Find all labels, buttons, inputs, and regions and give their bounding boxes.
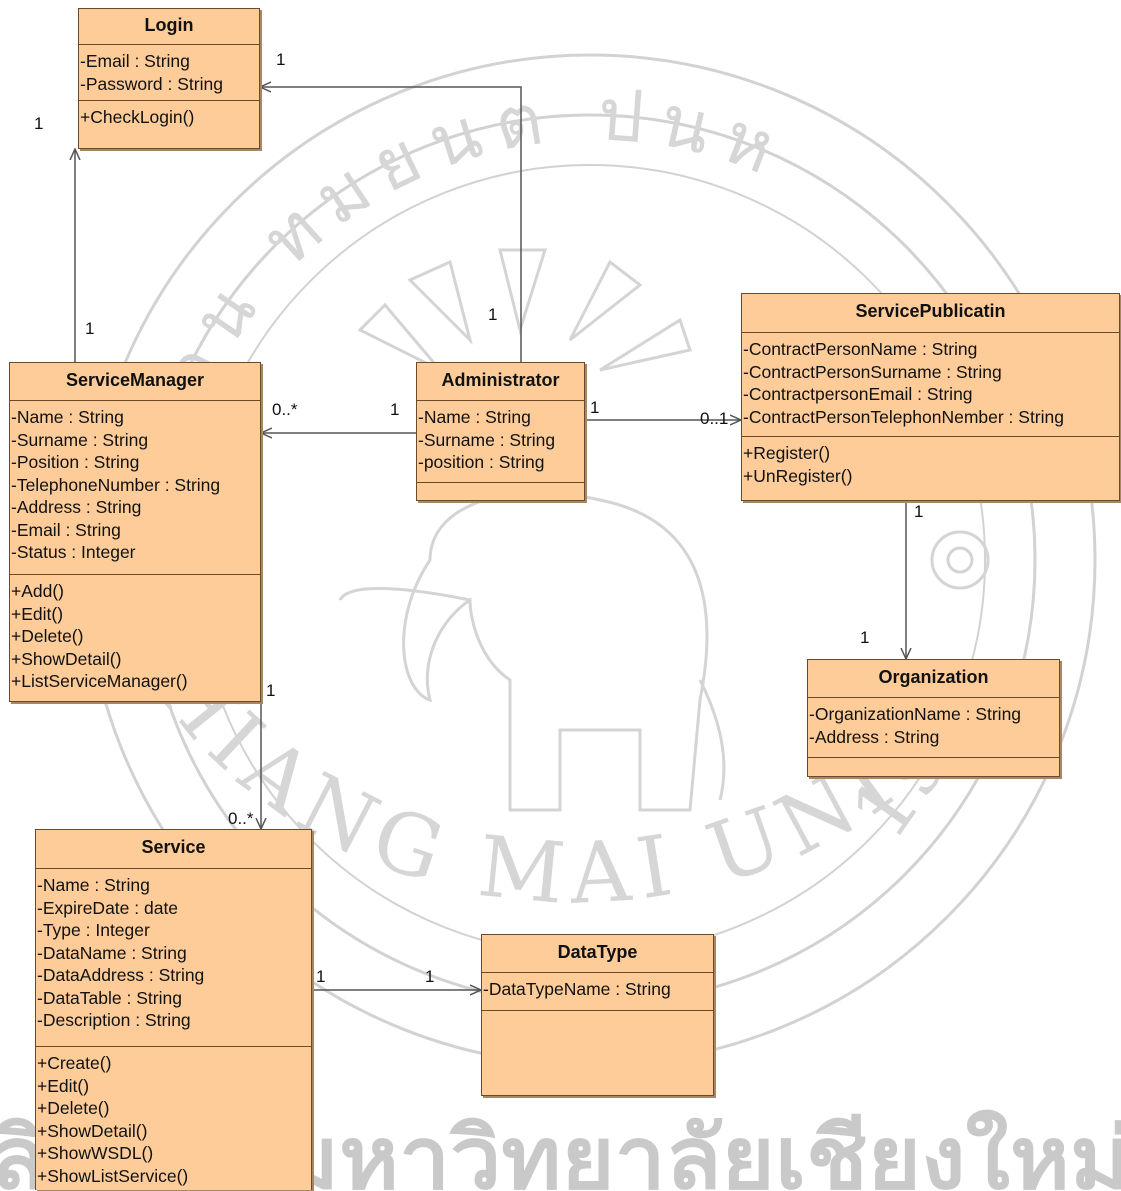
attribute: -Name : String [11, 407, 124, 427]
operation: +Edit() [37, 1075, 90, 1096]
operation: +ShowDetail() [37, 1120, 148, 1141]
attribute: -ContractpersonEmail : String [743, 384, 973, 404]
attribute: -Description : String [37, 1010, 191, 1030]
attributes-compartment: -DataTypeName : String [482, 973, 713, 1011]
attribute: -OrganizationName : String [809, 704, 1022, 724]
attributes-compartment: -Name : String -Surname : String -Positi… [10, 401, 260, 575]
attributes-compartment: -Name : String -ExpireDate : date -Type … [36, 869, 311, 1047]
mult-datatype-near-service: 1 [425, 967, 435, 986]
operation: +Delete() [11, 626, 84, 646]
class-servicemanager[interactable]: ServiceManager -Name : String -Surname :… [9, 362, 261, 702]
class-datatype[interactable]: DataType -DataTypeName : String [481, 934, 714, 1096]
operation: +CheckLogin() [80, 107, 195, 127]
attributes-compartment: -Email : String -Password : String [79, 45, 259, 101]
mult-servicemanager-near-login: 1 [85, 319, 95, 338]
class-name: Administrator [417, 363, 584, 401]
attribute: -Name : String [418, 407, 531, 427]
operation: +Create() [37, 1053, 112, 1073]
class-administrator[interactable]: Administrator -Name : String -Surname : … [416, 362, 585, 501]
association-administrator-login [260, 87, 522, 362]
attributes-compartment: -Name : String -Surname : String -positi… [417, 401, 584, 483]
attribute: -ContractPersonName : String [743, 339, 978, 359]
attribute: -position : String [418, 452, 545, 472]
class-name: DataType [482, 935, 713, 973]
operation: +Delete() [37, 1098, 110, 1118]
attribute: -Position : String [11, 452, 140, 472]
operation: +Edit() [11, 603, 64, 624]
mult-login-near-servicemanager: 1 [34, 114, 44, 133]
class-servicepublicatin[interactable]: ServicePublicatin -ContractPersonName : … [741, 293, 1120, 501]
operation: +UnRegister() [743, 465, 853, 486]
class-name: ServicePublicatin [742, 294, 1119, 333]
attribute: -Password : String [80, 73, 223, 94]
mult-login-near-administrator: 1 [276, 50, 286, 69]
operation: +ShowWSDL() [37, 1143, 154, 1163]
attribute: -Email : String [11, 519, 121, 540]
operations-compartment: +Create() +Edit() +Delete() +ShowDetail(… [36, 1047, 311, 1191]
operations-compartment [808, 758, 1059, 767]
mult-servicemanager-near-administrator: 0..* [272, 400, 298, 419]
attribute: -Address : String [11, 497, 142, 517]
attribute: -Name : String [37, 875, 150, 895]
attribute: -ContractPersonTelephonNember : String [743, 406, 1064, 427]
attribute: -DataTable : String [37, 987, 182, 1008]
operations-compartment [482, 1011, 713, 1020]
attribute: -DataTypeName : String [483, 979, 671, 999]
attribute: -DataName : String [37, 942, 187, 963]
class-name: Service [36, 830, 311, 869]
attribute: -DataAddress : String [37, 965, 205, 985]
attribute: -TelephoneNumber : String [11, 474, 221, 495]
mult-organization-near-servicepublicatin: 1 [860, 628, 870, 647]
operation: +Add() [11, 581, 65, 601]
attribute: -Email : String [80, 51, 190, 71]
class-organization[interactable]: Organization -OrganizationName : String … [807, 659, 1060, 777]
class-login[interactable]: Login -Email : String -Password : String… [78, 8, 260, 149]
mult-servicepublicatin-near-organization: 1 [914, 502, 924, 521]
attributes-compartment: -OrganizationName : String -Address : St… [808, 698, 1059, 758]
operation: +Register() [743, 443, 831, 463]
operation: +ShowListService() [37, 1165, 189, 1186]
mult-administrator-near-servicepublicatin: 1 [590, 398, 600, 417]
class-name: Login [79, 9, 259, 45]
class-service[interactable]: Service -Name : String -ExpireDate : dat… [35, 829, 312, 1190]
attribute: -ContractPersonSurname : String [743, 361, 1002, 382]
attribute: -Surname : String [11, 429, 149, 450]
operations-compartment [417, 483, 584, 492]
operation: +ShowDetail() [11, 648, 122, 669]
attribute: -Status : Integer [11, 542, 136, 562]
attribute: -Type : Integer [37, 920, 150, 940]
operations-compartment: +Add() +Edit() +Delete() +ShowDetail() +… [10, 575, 260, 697]
class-name: ServiceManager [10, 363, 260, 401]
attribute: -Address : String [809, 726, 940, 747]
mult-service-near-servicemanager: 0..* [228, 809, 254, 828]
mult-servicemanager-near-service: 1 [266, 681, 276, 700]
mult-administrator-near-servicemanager: 1 [390, 400, 400, 419]
attribute: -Surname : String [418, 429, 556, 450]
operations-compartment: +CheckLogin() [79, 101, 259, 133]
attributes-compartment: -ContractPersonName : String -ContractPe… [742, 333, 1119, 437]
operations-compartment: +Register() +UnRegister() [742, 437, 1119, 491]
mult-servicepublicatin-near-administrator: 0..1 [700, 409, 729, 428]
mult-administrator-near-login: 1 [488, 305, 498, 324]
operation: +ListServiceManager() [11, 671, 188, 691]
attribute: -ExpireDate : date [37, 897, 179, 918]
class-name: Organization [808, 660, 1059, 698]
mult-service-near-datatype: 1 [316, 967, 326, 986]
